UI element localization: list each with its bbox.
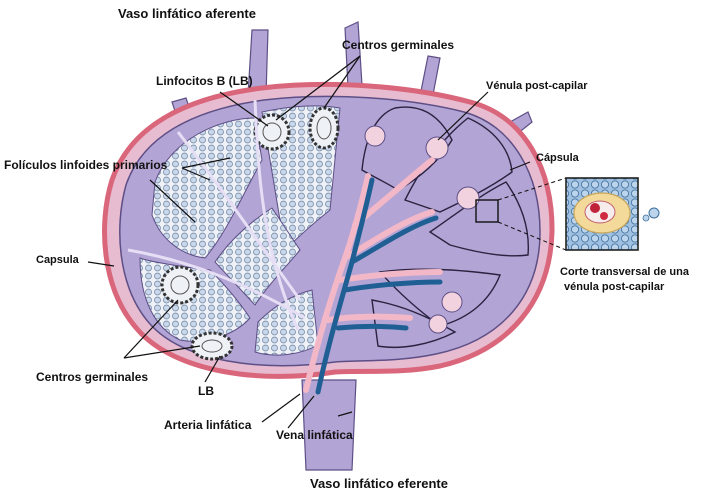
inset-lymphocyte-out-2 bbox=[643, 215, 649, 221]
label-corte-line2: vénula post-capilar bbox=[564, 281, 664, 294]
germinal-center-left bbox=[162, 267, 198, 303]
efferent-vessel bbox=[302, 380, 356, 470]
label-corte-line1: Corte transversal de una bbox=[560, 266, 689, 279]
venule-loop-5 bbox=[429, 315, 447, 333]
label-lb: LB bbox=[198, 384, 214, 398]
label-venula-post-capilar: Vénula post-capilar bbox=[486, 80, 587, 93]
label-centros-germinales-bottom: Centros germinales bbox=[36, 370, 148, 384]
label-vaso-eferente: Vaso linfático eferente bbox=[310, 476, 448, 492]
artery-branch-3 bbox=[328, 317, 410, 320]
venule-loop-1 bbox=[365, 126, 385, 146]
label-foliculos: Folículos linfoides primarios bbox=[4, 158, 167, 172]
afferent-vessel-2 bbox=[345, 22, 362, 88]
inset-red-cell-2 bbox=[600, 212, 608, 220]
venule-loop-2 bbox=[426, 137, 448, 159]
label-vaso-aferente: Vaso linfático aferente bbox=[118, 6, 256, 22]
germinal-center-top-2 bbox=[310, 108, 338, 148]
inset-red-cell-1 bbox=[590, 203, 600, 213]
inset-venule-lumen bbox=[585, 201, 615, 223]
inset-lymphocyte-out bbox=[649, 208, 659, 218]
label-arteria: Arteria linfática bbox=[164, 418, 251, 432]
vein-branch-3 bbox=[338, 327, 406, 329]
venule-loop-4 bbox=[442, 292, 462, 312]
label-capsula-left: Capsula bbox=[36, 254, 79, 267]
leader-arteria bbox=[262, 394, 300, 422]
label-vena: Vena linfática bbox=[276, 428, 353, 442]
label-centros-germinales-top: Centros germinales bbox=[342, 38, 454, 52]
label-linfocitos-b: Linfocitos B (LB) bbox=[156, 74, 253, 88]
label-capsula-right: Cápsula bbox=[536, 152, 579, 165]
